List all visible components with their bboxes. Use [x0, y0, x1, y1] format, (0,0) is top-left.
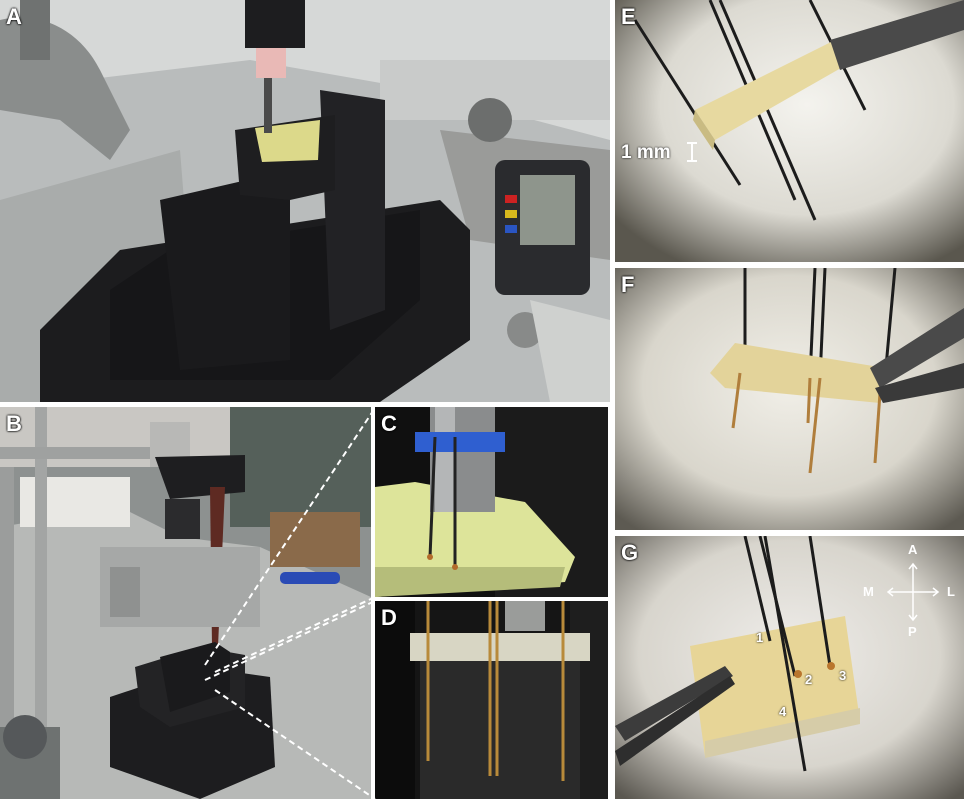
compass-medial: M	[863, 584, 874, 599]
panel-f-photo: F	[615, 268, 964, 530]
orientation-compass: A P M L	[863, 542, 963, 642]
panel-g-label: G	[621, 540, 639, 565]
panel-e-label: E	[621, 4, 636, 29]
electrode-label-3: 3	[839, 668, 847, 683]
compass-lateral: L	[947, 584, 955, 599]
panel-c-label: C	[381, 411, 397, 436]
panel-d-label: D	[381, 605, 397, 630]
compass-posterior: P	[908, 624, 917, 639]
electrode-label-4: 4	[779, 704, 787, 719]
compass-arrows-icon	[886, 562, 940, 622]
scale-bar	[687, 142, 697, 162]
panel-g-photo: G 1 2 3 4 A P M L	[615, 536, 964, 799]
panel-c-photo: C	[375, 407, 608, 597]
panel-b-photo: B	[0, 407, 371, 799]
electrode-label-2: 2	[805, 672, 813, 687]
panel-f-label: F	[621, 272, 635, 297]
panel-e-photo: E 1 mm	[615, 0, 964, 262]
panel-a-photo: A	[0, 0, 610, 402]
panel-b-label: B	[6, 411, 22, 436]
panel-a-label: A	[6, 4, 22, 29]
compass-anterior: A	[908, 542, 918, 557]
scale-bar-label: 1 mm	[621, 142, 671, 163]
electrode-label-1: 1	[756, 630, 764, 645]
panel-d-photo: D	[375, 601, 608, 799]
